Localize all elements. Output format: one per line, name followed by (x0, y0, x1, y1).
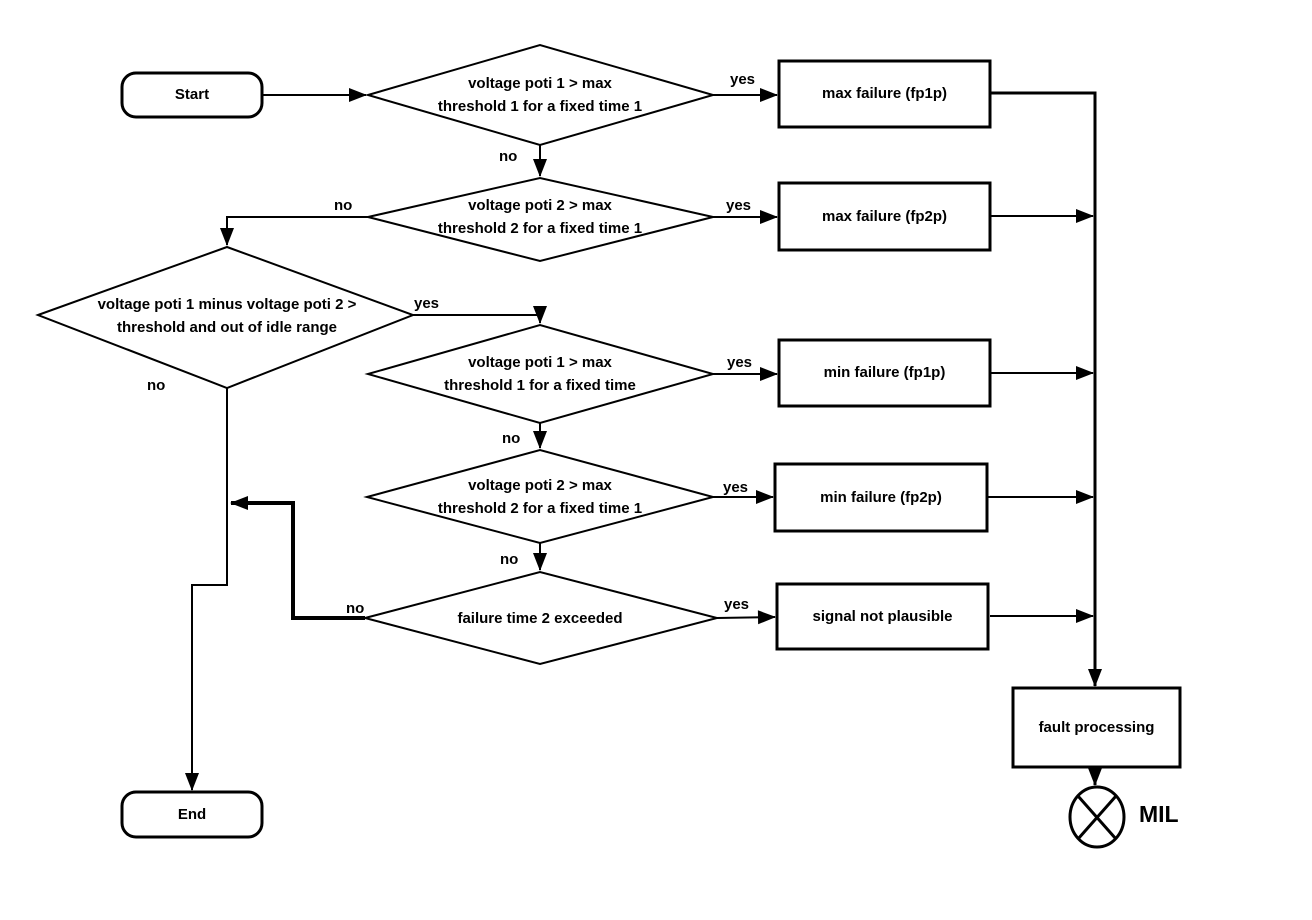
mil-lamp-icon (1068, 785, 1126, 849)
edge-decision2-no (220, 216, 368, 246)
max-failure-fp1p-box-shape (777, 59, 992, 129)
decision3-shape (35, 245, 416, 390)
signal-not-plausible-box-shape (775, 582, 990, 651)
start-node-shape (120, 71, 264, 119)
decision1-shape (364, 43, 717, 147)
min-failure-fp2p-box-shape (773, 462, 989, 533)
edge-decision6-no-return (230, 496, 365, 620)
decision5-shape (363, 448, 717, 545)
edge-decision6-yes (716, 610, 776, 625)
decision6-shape (361, 570, 721, 666)
max-failure-fp2p-box-shape (777, 181, 992, 252)
edge-decision3-no-to-end (185, 388, 228, 791)
decision2-shape (367, 176, 714, 263)
edge-maxfp1p-to-trunk (990, 91, 1102, 687)
decision4-shape (364, 323, 717, 425)
edge-decision3-yes (413, 306, 547, 324)
fault-processing-box-shape (1011, 686, 1182, 769)
end-node-shape (120, 790, 264, 839)
min-failure-fp1p-box-shape (777, 338, 992, 408)
